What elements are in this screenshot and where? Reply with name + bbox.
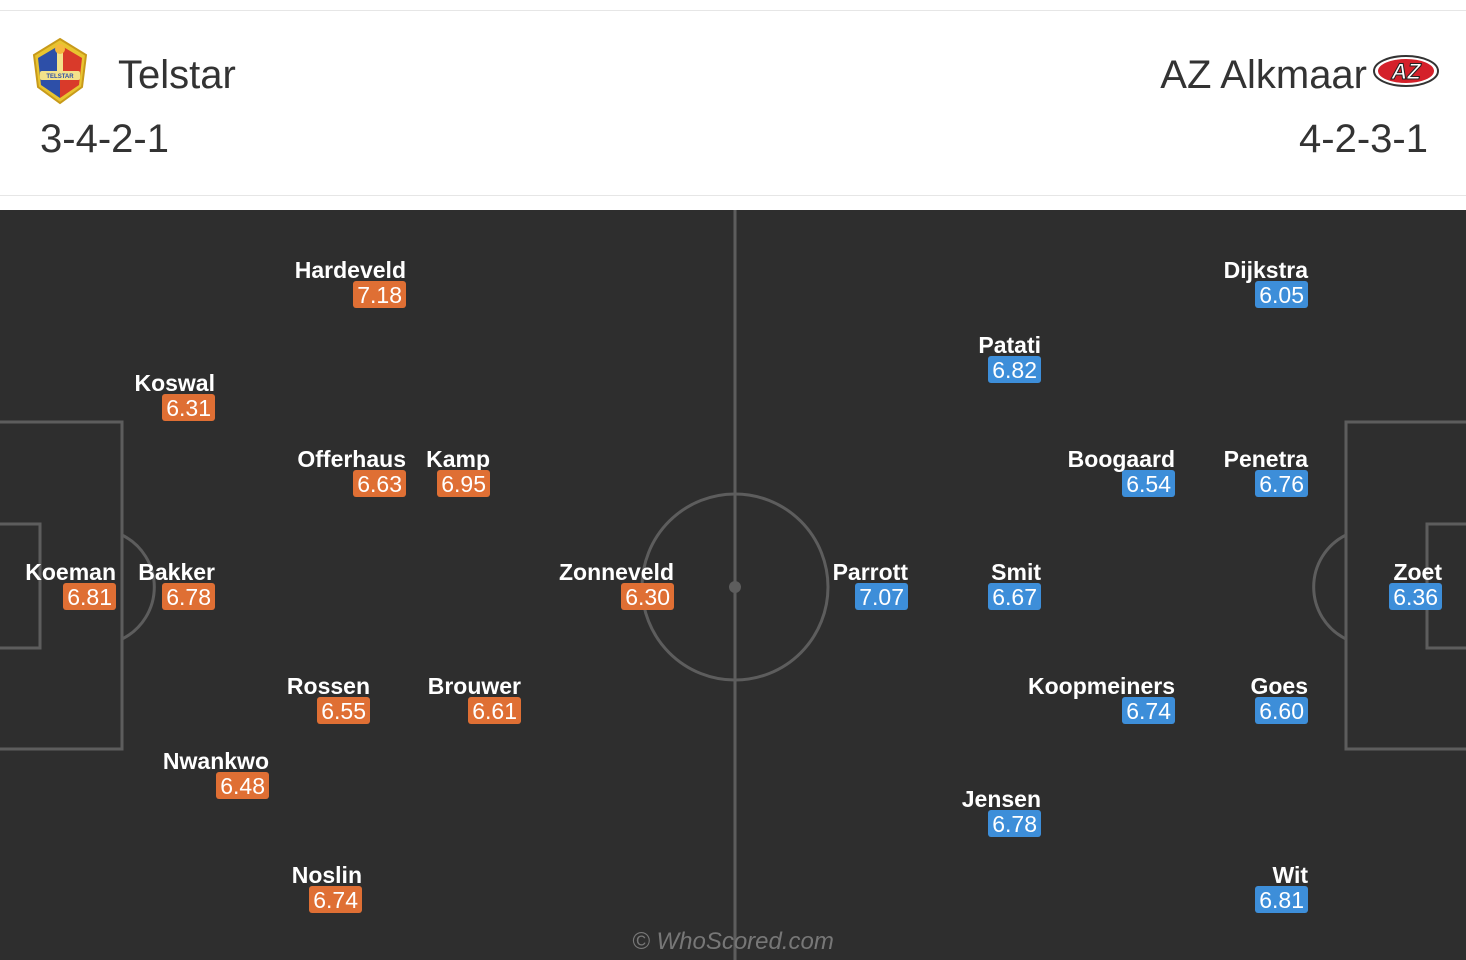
player-rating: 6.76 <box>1255 470 1308 497</box>
player-name: Penetra <box>1223 446 1308 472</box>
player-rating: 6.60 <box>1255 697 1308 724</box>
player-rating: 6.54 <box>1122 470 1175 497</box>
away-team-name[interactable]: AZ Alkmaar <box>1160 53 1367 97</box>
svg-text:AZ: AZ <box>1390 59 1422 84</box>
player-name: Wit <box>1272 862 1308 888</box>
player-name: Nwankwo <box>162 748 269 774</box>
player-rating: 6.30 <box>621 583 674 610</box>
player-rating: 6.61 <box>468 697 521 724</box>
player-name: Koswal <box>134 370 215 396</box>
watermark: © WhoScored.com <box>632 928 834 955</box>
player-name: Hardeveld <box>294 257 406 283</box>
player-rating: 6.81 <box>63 583 116 610</box>
player-rating: 6.81 <box>1255 886 1308 913</box>
player-name: Bakker <box>138 559 215 585</box>
pitch: Hardeveld 7.18 Koswal 6.31 Offerhaus 6.6… <box>0 210 1466 960</box>
player-name: Offerhaus <box>297 446 406 472</box>
player-rating: 7.07 <box>855 583 908 610</box>
away-formation: 4-2-3-1 <box>1299 117 1428 161</box>
player-name: Zonneveld <box>558 559 674 585</box>
player-name: Kamp <box>426 446 490 472</box>
player-rating: 6.55 <box>317 697 370 724</box>
player-rating: 6.74 <box>309 886 362 913</box>
player-rating: 6.74 <box>1122 697 1175 724</box>
home-formation: 3-4-2-1 <box>40 117 169 161</box>
home-team-name[interactable]: Telstar <box>118 53 236 97</box>
player-name: Dijkstra <box>1223 257 1308 283</box>
player-rating: 6.05 <box>1255 281 1308 308</box>
player-name: Jensen <box>961 786 1041 812</box>
pitch-lines <box>0 210 1466 960</box>
az-crest-icon[interactable]: AZ <box>1373 55 1439 87</box>
player-rating: 6.78 <box>988 810 1041 837</box>
player-name: Goes <box>1250 673 1308 699</box>
player-name: Brouwer <box>427 673 521 699</box>
player-rating: 6.31 <box>162 394 215 421</box>
player-rating: 6.82 <box>988 356 1041 383</box>
player-rating: 7.18 <box>353 281 406 308</box>
player-rating: 6.36 <box>1389 583 1442 610</box>
player-rating: 6.48 <box>216 772 269 799</box>
player-rating: 6.95 <box>437 470 490 497</box>
player-name: Patati <box>978 332 1041 358</box>
player-name: Rossen <box>286 673 370 699</box>
player-name: Noslin <box>291 862 362 888</box>
player-name: Koopmeiners <box>1028 673 1175 699</box>
player-name: Smit <box>991 559 1041 585</box>
player-rating: 6.78 <box>162 583 215 610</box>
player-name: Zoet <box>1393 559 1442 585</box>
player-rating: 6.63 <box>353 470 406 497</box>
telstar-crest-icon[interactable]: TELSTAR <box>30 37 90 105</box>
svg-text:TELSTAR: TELSTAR <box>46 74 74 80</box>
player-name: Boogaard <box>1067 446 1175 472</box>
player-rating: 6.67 <box>988 583 1041 610</box>
player-name: Parrott <box>832 559 908 585</box>
match-header: TELSTAR Telstar 3-4-2-1 AZ Alkmaar AZ 4-… <box>0 10 1466 196</box>
player-name: Koeman <box>25 559 116 585</box>
